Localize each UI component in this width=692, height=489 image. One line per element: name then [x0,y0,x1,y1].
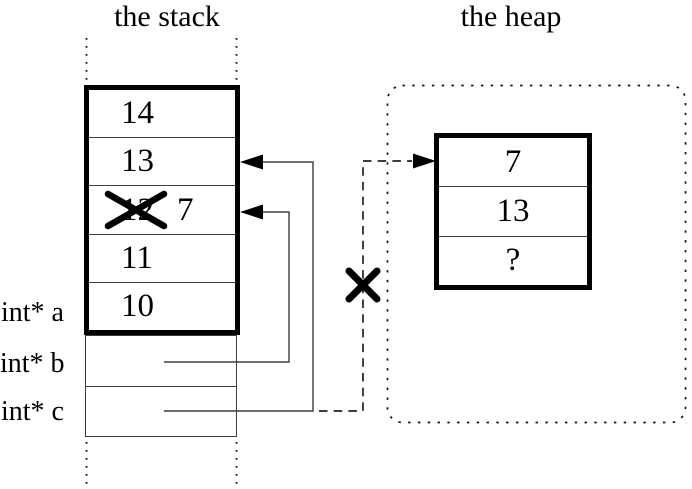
stack-cell-overwritten: 12 7 [89,185,235,233]
stack-cell: 11 [89,233,235,282]
var-label-b: int* b [0,348,65,379]
heap-cell: ? [439,235,587,285]
stack-cell-old-value: 12 [121,191,154,228]
var-label-c: int* c [1,396,64,427]
heap-arrowhead-icon [413,153,436,169]
heap-cell-value: 7 [504,143,522,180]
var-label-a: int* a [1,297,64,328]
heap-cell: 13 [439,186,587,235]
stack-cell: 10 [89,281,235,330]
stack-cell: 14 [89,90,235,137]
heap-cell-value: ? [505,242,521,279]
heap-cell-value: 13 [496,192,530,229]
heap-title: the heap [460,0,562,33]
stack-frame-box: 14 13 12 7 11 10 [84,85,240,335]
pointer-cell-b [86,336,236,386]
heap-block-box: 7 13 ? [434,133,592,290]
dangling-pointer-dashed-line [319,160,412,412]
pointer-c-arrowhead-icon [240,154,263,170]
stack-cell-value: 11 [121,239,153,276]
pointer-cell-c [86,385,236,437]
stack-cell: 13 [89,137,235,185]
heap-cell: 7 [439,138,587,186]
stack-cell-value: 14 [121,95,154,132]
invalid-pointer-x-icon [345,267,381,303]
stack-cell-value: 13 [121,143,154,180]
stack-title: the stack [114,0,220,33]
pointer-b-arrowhead-icon [240,204,263,220]
stack-cell-value: 10 [121,287,154,324]
stack-cell-new-value: 7 [177,191,194,228]
pointer-cells-box [85,335,237,437]
